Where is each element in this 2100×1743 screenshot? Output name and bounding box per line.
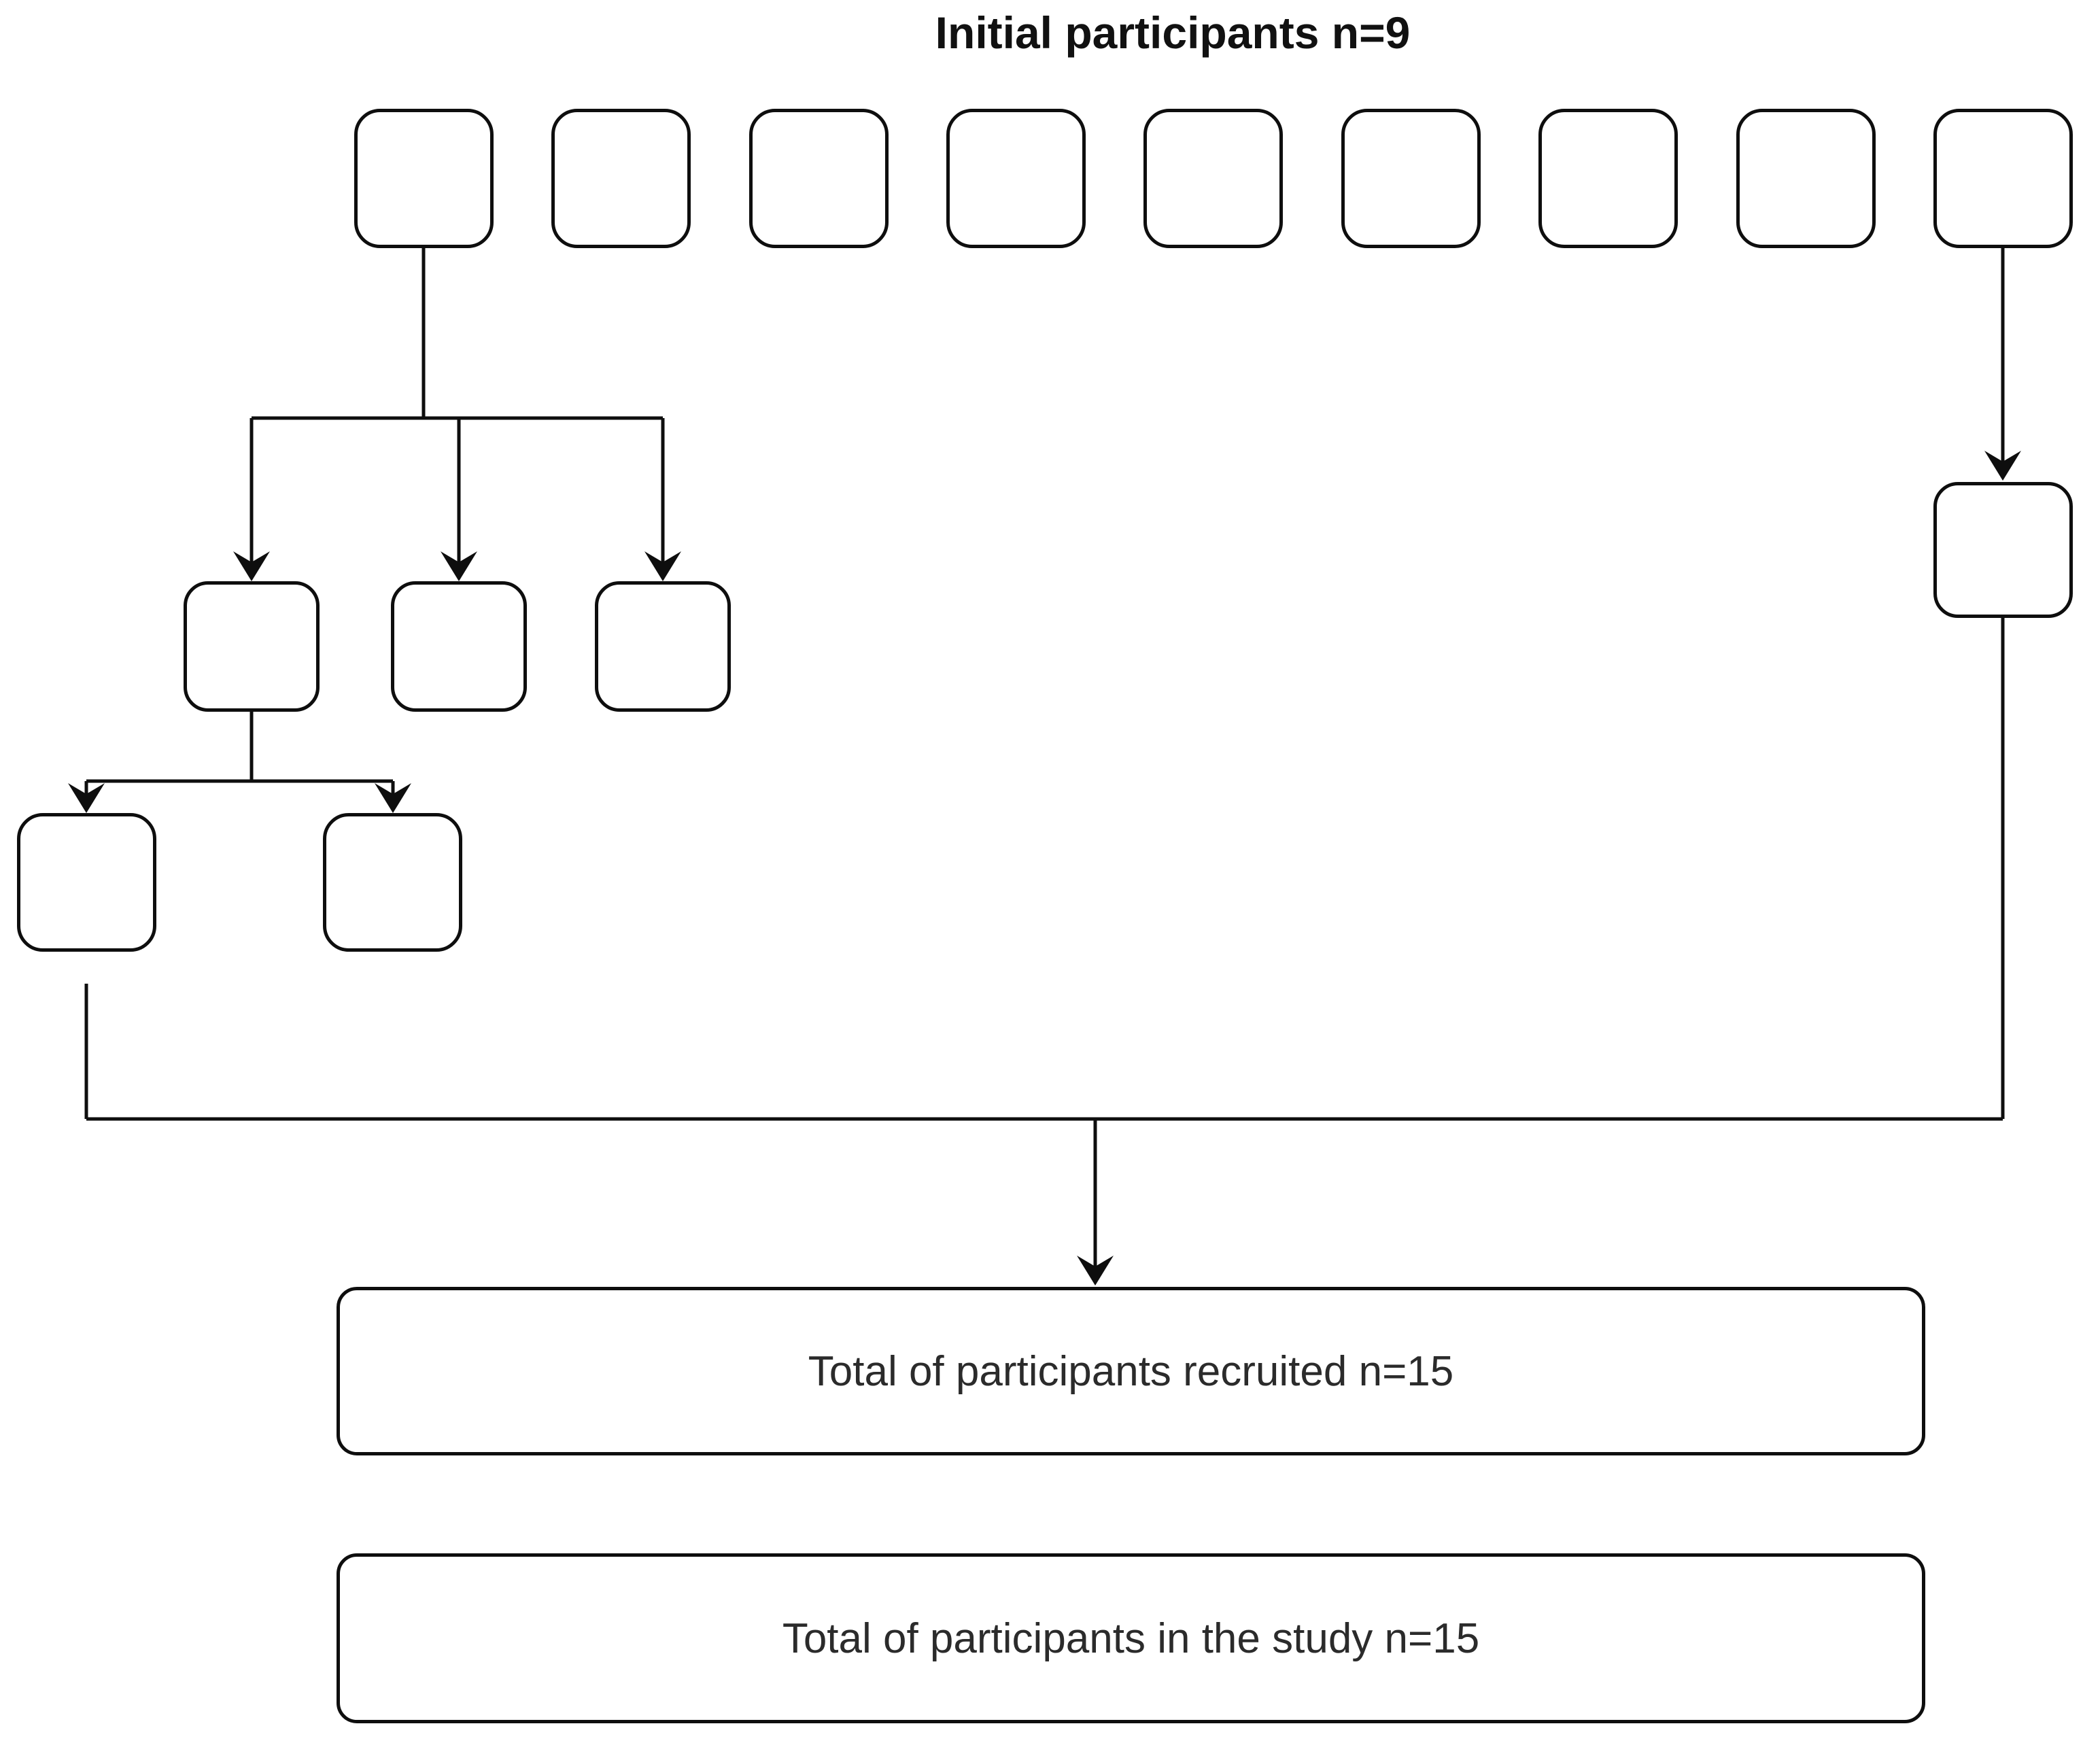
initial-participant-box (354, 109, 494, 248)
arrowhead-icon (644, 551, 681, 581)
initial-participant-box (551, 109, 691, 248)
recruited-participant-box (17, 813, 156, 952)
recruited-participant-box (1933, 482, 2073, 618)
arrowhead-icon (1077, 1256, 1114, 1285)
total-recruited-label: Total of participants recruited n=15 (808, 1347, 1454, 1395)
initial-participant-box (946, 109, 1086, 248)
total-in-study-label: Total of participants in the study n=15 (782, 1615, 1480, 1662)
initial-participant-box (749, 109, 889, 248)
total-recruited-box: Total of participants recruited n=15 (337, 1287, 1925, 1455)
arrowhead-icon (68, 783, 105, 813)
diagram-title: Initial participants n=9 (935, 7, 1411, 58)
initial-participant-box (1538, 109, 1678, 248)
initial-participant-box (1933, 109, 2073, 248)
arrowhead-icon (233, 551, 270, 581)
recruited-participant-box (391, 581, 527, 712)
total-in-study-box: Total of participants in the study n=15 (337, 1553, 1925, 1723)
recruited-participant-box (184, 581, 320, 712)
arrowhead-icon (1984, 451, 2021, 481)
recruited-participant-box (323, 813, 462, 952)
initial-participant-box (1341, 109, 1481, 248)
arrowhead-icon (375, 783, 411, 813)
initial-participant-box (1736, 109, 1876, 248)
arrowheads (68, 451, 2021, 1285)
connector-lines (84, 248, 2005, 1266)
recruited-participant-box (595, 581, 731, 712)
arrowhead-icon (441, 551, 477, 581)
initial-participant-box (1143, 109, 1283, 248)
